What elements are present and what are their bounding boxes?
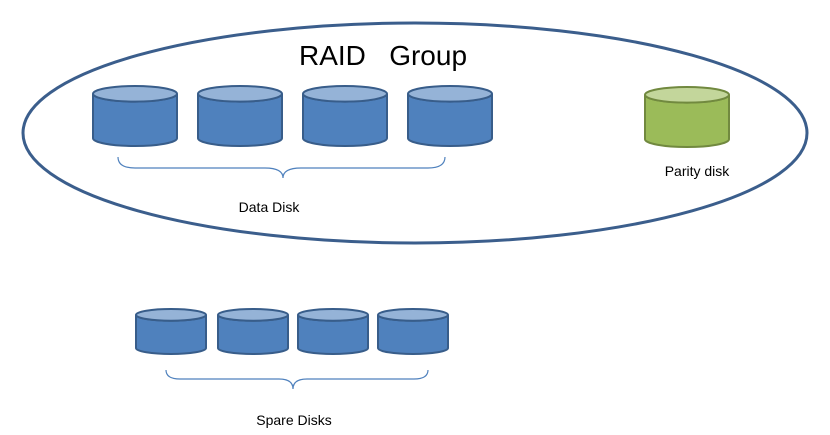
disk-top [644, 86, 730, 104]
data-disk-icon [197, 85, 283, 147]
spare-disk-icon [135, 308, 207, 355]
data-disk-label: Data Disk [239, 199, 301, 215]
disk-top [217, 308, 289, 322]
disk-top [302, 85, 388, 103]
data-disk-icon [302, 85, 388, 147]
spare-disk-label: Spare Disks [256, 412, 331, 428]
disk-top [92, 85, 178, 103]
spare-disk-icon [217, 308, 289, 355]
disk-top [297, 308, 369, 322]
disk-top [135, 308, 207, 322]
spare-disk-icon [377, 308, 449, 355]
spare-disk-icon [297, 308, 369, 355]
spare-disk-group [135, 308, 449, 355]
parity-disk-label: Parity disk [665, 163, 731, 179]
data-disk-icon [92, 85, 178, 147]
raid-group-outline [21, 21, 809, 245]
parity-disk-icon [644, 86, 730, 148]
disk-top [197, 85, 283, 103]
data-disk-icon [407, 85, 493, 147]
disk-top [407, 85, 493, 103]
disk-top [377, 308, 449, 322]
data-disk-group [92, 85, 493, 147]
raid-group-title: RAID Group [299, 40, 467, 71]
data-disk-brace [117, 156, 446, 179]
spare-disk-brace [165, 369, 429, 390]
